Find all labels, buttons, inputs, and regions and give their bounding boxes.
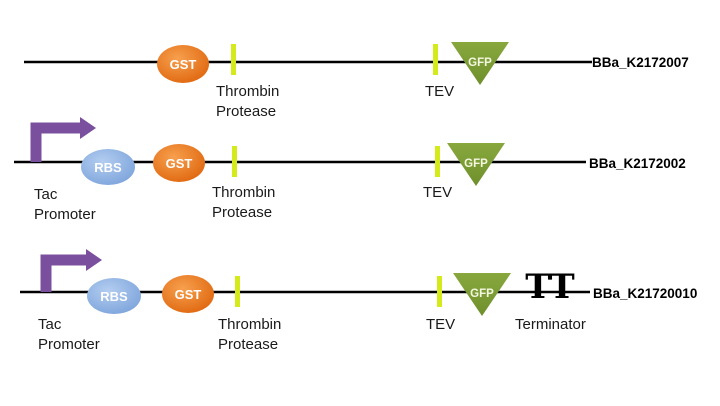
- thrombin-label: Thrombin: [216, 83, 279, 100]
- tev-site: [435, 146, 440, 177]
- rbs-label: RBS: [100, 289, 128, 304]
- part-id: BBa_K2172002: [589, 156, 686, 171]
- gst-tag: GST: [157, 45, 209, 83]
- tac-label: Tac: [38, 316, 62, 333]
- thrombin-site: [231, 44, 236, 75]
- gfp-triangle: GFP: [451, 42, 509, 85]
- gst-tag: GST: [162, 275, 214, 313]
- gfp-label: GFP: [468, 57, 492, 69]
- gst-label: GST: [170, 57, 197, 72]
- construct-2: RBS GST Tac Promoter Thrombin Protease T…: [14, 117, 686, 223]
- part-id: BBa_K2172007: [592, 55, 689, 70]
- gst-tag: GST: [153, 144, 205, 182]
- tev-site: [433, 44, 438, 75]
- promoter-label: Promoter: [34, 206, 96, 223]
- gst-label: GST: [166, 156, 193, 171]
- construct-1: GST Thrombin Protease TEV GFP BBa_K21720…: [24, 42, 689, 120]
- tev-label: TEV: [426, 316, 455, 333]
- gfp-label: GFP: [464, 158, 488, 170]
- promoter-arrow: [30, 117, 96, 162]
- tac-label: Tac: [34, 186, 58, 203]
- gst-label: GST: [175, 287, 202, 302]
- rbs-label: RBS: [94, 160, 122, 175]
- thrombin-site: [235, 276, 240, 307]
- terminator-label: Terminator: [515, 316, 586, 333]
- thrombin-label: Thrombin: [212, 184, 275, 201]
- protease-label: Protease: [216, 103, 276, 120]
- protease-label: Protease: [212, 204, 272, 221]
- protease-label: Protease: [218, 336, 278, 353]
- construct-3: RBS GST Tac Promoter Thrombin Protease T…: [20, 249, 697, 353]
- gfp-label: GFP: [470, 288, 494, 300]
- tev-site: [437, 276, 442, 307]
- rbs: RBS: [81, 149, 135, 185]
- gfp-triangle: GFP: [447, 143, 505, 186]
- thrombin-label: Thrombin: [218, 316, 281, 333]
- part-id: BBa_K21720010: [593, 286, 697, 301]
- tev-label: TEV: [423, 184, 452, 201]
- promoter-label: Promoter: [38, 336, 100, 353]
- thrombin-site: [232, 146, 237, 177]
- gfp-triangle: GFP: [453, 273, 511, 316]
- tev-label: TEV: [425, 83, 454, 100]
- rbs: RBS: [87, 278, 141, 314]
- promoter-arrow: [40, 249, 102, 292]
- terminator-symbol: TT: [525, 267, 574, 307]
